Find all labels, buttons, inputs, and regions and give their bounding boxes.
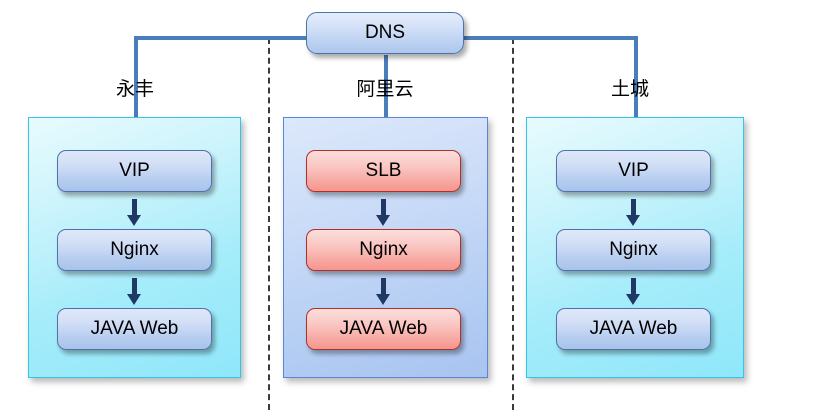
arrow-tucheng-vip-to-nginx-head	[626, 215, 640, 226]
node-label: JAVA Web	[589, 318, 678, 339]
node-label: SLB	[365, 160, 402, 181]
region-label-yongfeng: 永丰	[115, 79, 154, 100]
dns-connector-left-horizontal	[134, 36, 310, 40]
node-label: Nginx	[359, 239, 408, 260]
arrow-aliyun-nginx-to-java-shaft	[381, 278, 386, 296]
arrow-tucheng-nginx-to-java-shaft	[631, 278, 636, 296]
arrow-aliyun-nginx-to-java-head	[376, 294, 390, 305]
column-divider-right	[512, 38, 514, 410]
arrow-yongfeng-vip-to-nginx-head	[127, 215, 141, 226]
node-label: Nginx	[609, 239, 658, 260]
arrow-aliyun-slb-to-nginx-shaft	[381, 199, 386, 217]
node-label: JAVA Web	[339, 318, 428, 339]
dns-node[interactable]: DNS	[306, 12, 464, 54]
node-aliyun-javaweb[interactable]: JAVA Web	[306, 308, 461, 350]
node-tucheng-vip[interactable]: VIP	[556, 150, 711, 192]
node-tucheng-javaweb[interactable]: JAVA Web	[556, 308, 711, 350]
arrow-yongfeng-nginx-to-java-shaft	[132, 278, 137, 296]
node-label: VIP	[618, 160, 649, 181]
dns-connector-right-horizontal	[460, 36, 638, 40]
dns-connector-center-vertical	[384, 55, 388, 132]
arrow-tucheng-nginx-to-java-head	[626, 294, 640, 305]
arrow-aliyun-slb-to-nginx-head	[376, 215, 390, 226]
region-label-tucheng: 土城	[610, 79, 649, 100]
dns-node-label: DNS	[364, 22, 406, 43]
node-tucheng-nginx[interactable]: Nginx	[556, 229, 711, 271]
dns-connector-left-vertical	[134, 36, 138, 132]
node-label: JAVA Web	[90, 318, 179, 339]
node-yongfeng-vip[interactable]: VIP	[57, 150, 212, 192]
node-label: VIP	[119, 160, 150, 181]
arrow-yongfeng-vip-to-nginx-shaft	[132, 199, 137, 217]
node-yongfeng-javaweb[interactable]: JAVA Web	[57, 308, 212, 350]
node-label: Nginx	[110, 239, 159, 260]
arrow-tucheng-vip-to-nginx-shaft	[631, 199, 636, 217]
node-aliyun-nginx[interactable]: Nginx	[306, 229, 461, 271]
dns-connector-right-vertical	[634, 36, 638, 132]
arrow-yongfeng-nginx-to-java-head	[127, 294, 141, 305]
region-label-aliyun: 阿里云	[356, 79, 414, 100]
node-aliyun-slb[interactable]: SLB	[306, 150, 461, 192]
node-yongfeng-nginx[interactable]: Nginx	[57, 229, 212, 271]
column-divider-left	[268, 38, 270, 410]
